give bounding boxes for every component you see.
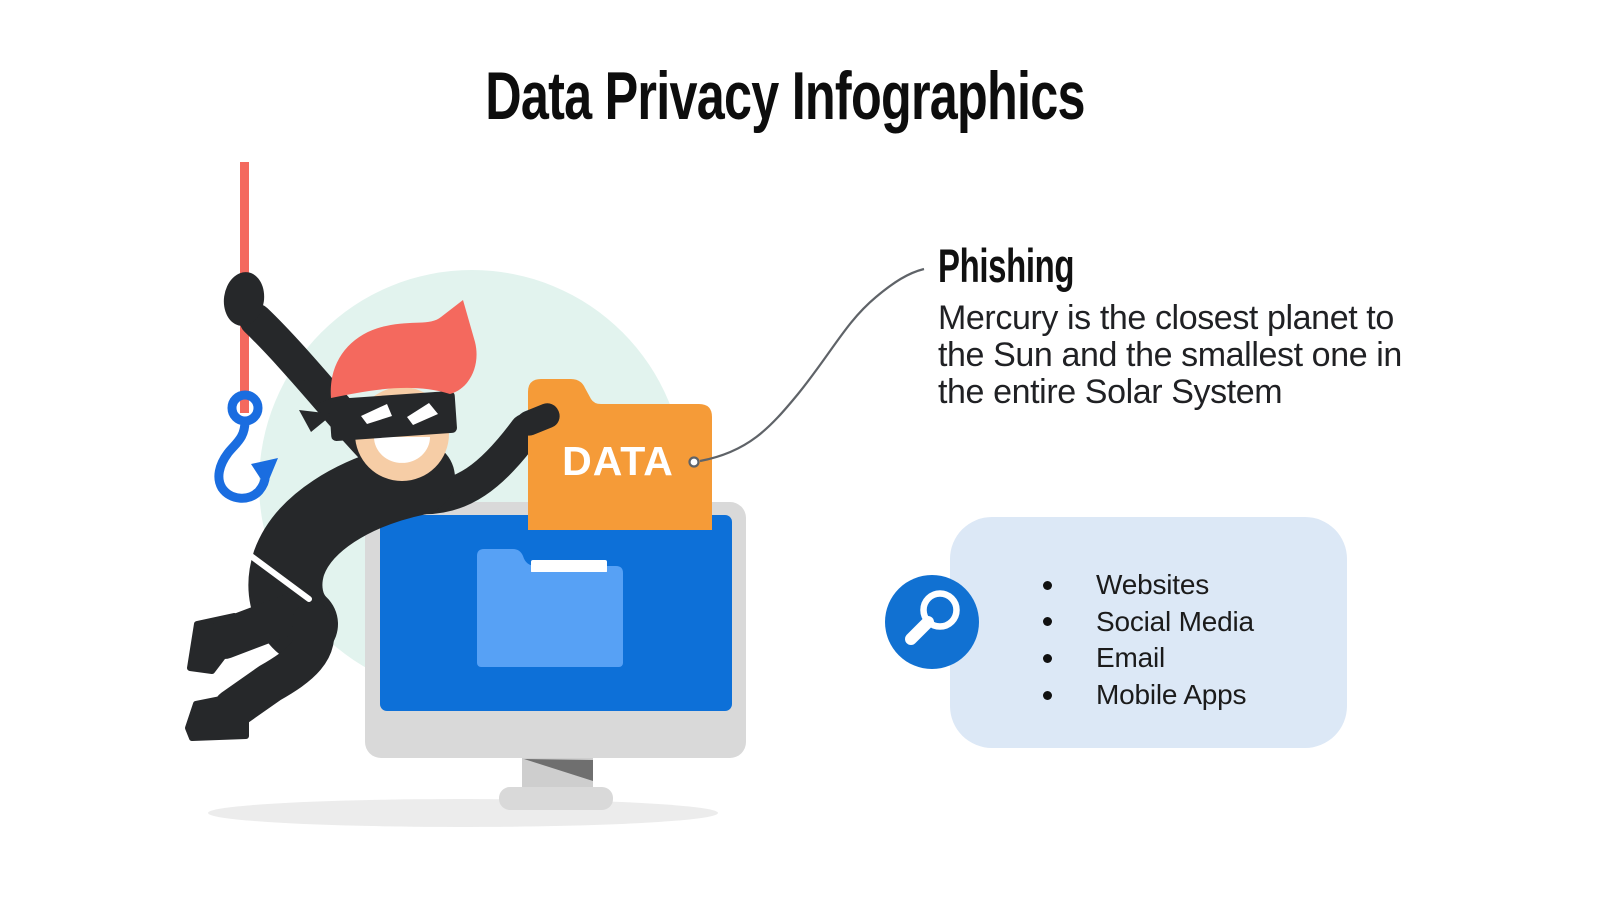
channel-label: Websites [1096, 569, 1210, 601]
magnifier-icon-badge [885, 575, 979, 669]
thief-mask-knot [304, 380, 333, 404]
thief-thigh [204, 591, 318, 659]
thief-eye-mask [329, 390, 457, 442]
thief-right-eye [407, 403, 438, 425]
channel-list: Websites Social Media Email Mobile Apps [1043, 567, 1254, 713]
thief-lower-leg [213, 602, 335, 729]
onscreen-folder-icon [477, 549, 623, 667]
connector-dot [688, 456, 700, 468]
thief-hand-on-rope [223, 272, 265, 326]
channel-label: Social Media [1096, 605, 1254, 637]
phishing-description: Mercury is the closest planet to the Sun… [938, 299, 1402, 411]
thief-smile [374, 437, 430, 463]
bullet-icon [1043, 653, 1052, 663]
channel-label: Mobile Apps [1096, 679, 1247, 711]
thief-body-highlight [248, 553, 312, 602]
onscreen-folder-front [477, 572, 623, 667]
list-item: Email [1043, 640, 1254, 677]
bullet-icon [1043, 617, 1052, 627]
hook-curve [214, 416, 270, 503]
thief-boot-upper [187, 613, 237, 674]
channels-box [950, 517, 1347, 748]
hook-arrow-tip [251, 458, 278, 487]
list-item: Social Media [1043, 604, 1254, 641]
connector-line [699, 267, 925, 463]
thief-mask-knot2 [299, 410, 333, 432]
phishing-heading: Phishing [938, 239, 1075, 292]
thief-left-eye [361, 404, 392, 424]
data-folder: DATA [516, 379, 712, 530]
list-item: Websites [1043, 567, 1254, 604]
magnifier-icon [905, 590, 960, 645]
data-folder-label: DATA [562, 438, 674, 484]
monitor-neck-shade [524, 759, 593, 781]
phishing-callout: Phishing Mercury is the closest planet t… [938, 240, 1418, 411]
monitor-base [499, 787, 613, 810]
list-item: Mobile Apps [1043, 677, 1254, 714]
ground-shadow [208, 799, 718, 827]
computer-monitor [365, 502, 746, 810]
bullet-icon [1043, 690, 1052, 700]
thief-hand-on-folder [516, 403, 560, 436]
thief-boot-lower [185, 691, 249, 741]
channel-label: Email [1096, 642, 1166, 674]
data-folder-shape [528, 379, 712, 530]
onscreen-folder-paper [531, 560, 607, 573]
fishing-hook-icon [214, 390, 278, 503]
callout-connector [688, 267, 925, 468]
thief-head [299, 300, 477, 481]
thief-hair [330, 300, 477, 398]
page-title: Data Privacy Infographics [485, 58, 1085, 134]
bullet-icon [1043, 580, 1052, 590]
